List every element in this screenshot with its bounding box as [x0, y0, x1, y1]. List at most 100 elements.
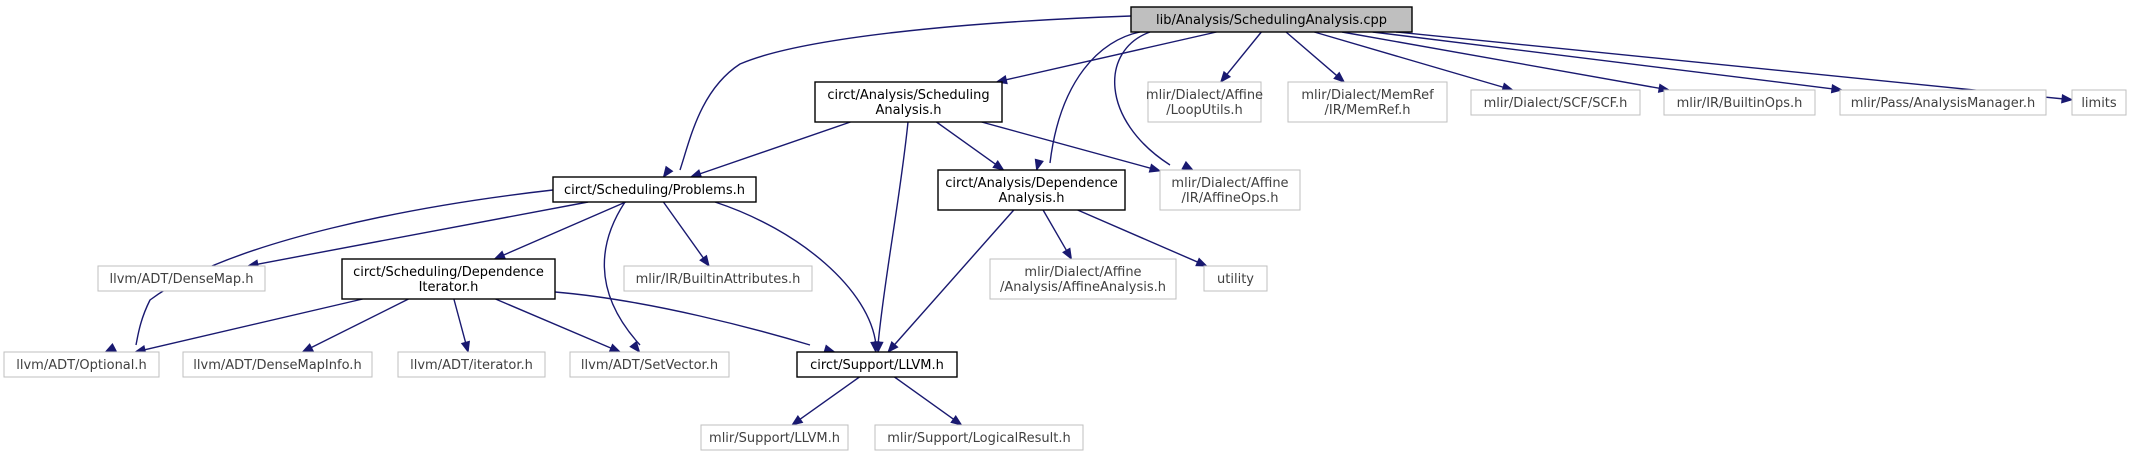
- edge-sched-analysis-h-to-support-llvm-h-line: [877, 121, 909, 346]
- edge-sched-analysis-h-to-affine-ops-arrowhead: [1148, 163, 1162, 173]
- edge-problems-h-to-support-llvm-h-arrowhead: [870, 341, 880, 354]
- edge-problems-h-to-support-llvm-h-line: [714, 201, 877, 346]
- node-scf-box: [1470, 89, 1641, 116]
- node-analysis-manager-box: [1839, 89, 2047, 116]
- edge-dep-iterator-h-to-dense-map-info-arrowhead: [301, 343, 315, 353]
- edge-problems-h-to-set-vector: [603, 201, 641, 354]
- node-optional-label-line-1: llvm/ADT/Optional.h: [16, 358, 147, 373]
- edge-problems-h-to-builtin-attrs-arrowhead: [699, 254, 710, 268]
- edge-dependence-analysis-h-to-affine-analysis: [1042, 209, 1073, 261]
- edge-problems-h-to-optional-line: [135, 189, 554, 346]
- node-dense-map-box: [97, 265, 266, 292]
- node-sched-analysis-h[interactable]: circt/Analysis/SchedulingAnalysis.h: [814, 81, 1003, 123]
- node-utility-label-line-1: utility: [1217, 272, 1254, 287]
- edge-dep-iterator-h-to-dense-map-info: [301, 298, 409, 353]
- node-dep-iterator-h-box: [341, 258, 556, 300]
- node-builtin-attrs-box: [623, 265, 813, 292]
- edge-problems-h-to-support-llvm-h: [714, 201, 880, 354]
- edge-root-to-loop-utils-line: [1225, 31, 1262, 77]
- edge-root-to-loop-utils: [1219, 31, 1262, 84]
- edge-dep-iterator-h-to-iterator-arrowhead: [460, 340, 470, 354]
- node-dependence-analysis-h-label-line-2: Analysis.h: [999, 191, 1065, 206]
- node-dep-iterator-h-label-line-1: circt/Scheduling/Dependence: [353, 265, 544, 280]
- node-root[interactable]: lib/Analysis/SchedulingAnalysis.cpp: [1130, 6, 1413, 33]
- node-support-llvm-h[interactable]: circt/Support/LLVM.h: [796, 351, 958, 378]
- node-dense-map: llvm/ADT/DenseMap.h: [97, 265, 266, 292]
- edge-dependence-analysis-h-to-affine-analysis-arrowhead: [1062, 247, 1073, 261]
- node-memref-label-line-2: /IR/MemRef.h: [1325, 103, 1411, 118]
- node-loop-utils-label-line-1: mlir/Dialect/Affine: [1146, 88, 1263, 103]
- edge-sched-analysis-h-to-affine-ops: [981, 121, 1162, 173]
- node-loop-utils-box: [1147, 81, 1262, 123]
- node-builtin-ops-box: [1663, 89, 1816, 116]
- edge-dep-iterator-h-to-iterator: [453, 298, 470, 354]
- node-set-vector-label-line-1: llvm/ADT/SetVector.h: [581, 358, 718, 373]
- edge-root-to-affine-ops-line: [1114, 31, 1171, 166]
- node-affine-analysis-label-line-2: /Analysis/AffineAnalysis.h: [1000, 280, 1166, 295]
- nodes-layer: lib/Analysis/SchedulingAnalysis.cpp circt…: [3, 6, 2127, 451]
- edge-root-to-dependence-analysis-h-line: [1049, 31, 1141, 164]
- edge-sched-analysis-h-to-problems-h-line: [698, 121, 851, 176]
- node-optional-box: [3, 351, 160, 378]
- node-builtin-attrs-label-line-1: mlir/IR/BuiltinAttributes.h: [636, 272, 801, 287]
- node-utility-box: [1203, 265, 1268, 292]
- edge-root-to-affine-ops-arrowhead: [1181, 160, 1195, 171]
- edge-root-to-dependence-analysis-h: [1034, 31, 1141, 172]
- edge-sched-analysis-h-to-problems-h: [689, 121, 851, 179]
- edge-root-to-limits-line: [1396, 31, 2065, 100]
- edge-dep-iterator-h-to-set-vector: [495, 298, 622, 353]
- node-memref: mlir/Dialect/MemRef/IR/MemRef.h: [1287, 81, 1448, 123]
- node-affine-analysis-box: [989, 258, 1177, 300]
- node-problems-h[interactable]: circt/Scheduling/Problems.h: [552, 176, 757, 203]
- node-mlir-support-llvm-label-line-1: mlir/Support/LLVM.h: [709, 431, 840, 446]
- edge-root-to-loop-utils-arrowhead: [1219, 70, 1232, 84]
- node-mlir-support-llvm-box: [700, 424, 849, 451]
- edge-sched-analysis-h-to-dependence-analysis-h-line: [936, 121, 998, 166]
- edge-support-llvm-h-to-mlir-support-llvm-arrowhead: [790, 415, 804, 426]
- node-scf-label-line-1: mlir/Dialect/SCF/SCF.h: [1484, 96, 1628, 111]
- node-support-llvm-h-box: [796, 351, 958, 378]
- edge-support-llvm-h-to-logical-result: [894, 376, 963, 426]
- edge-dependence-analysis-h-to-support-llvm-h-line: [892, 209, 1015, 347]
- edge-root-to-builtin-ops-line: [1341, 31, 1662, 90]
- node-sched-analysis-h-label-line-2: Analysis.h: [876, 103, 942, 118]
- edge-sched-analysis-h-to-dependence-analysis-h-arrowhead: [992, 160, 1005, 171]
- edge-root-to-analysis-manager-arrowhead: [1830, 84, 1844, 94]
- edge-dependence-analysis-h-to-support-llvm-h: [887, 209, 1015, 354]
- node-analysis-manager-label-line-1: mlir/Pass/AnalysisManager.h: [1851, 96, 2035, 111]
- edge-dep-iterator-h-to-iterator-line: [453, 298, 467, 345]
- edge-root-to-sched-analysis-h: [995, 31, 1217, 85]
- edge-support-llvm-h-to-mlir-support-llvm-line: [798, 376, 860, 421]
- edge-dep-iterator-h-to-set-vector-line: [495, 298, 614, 350]
- node-problems-h-box: [552, 176, 757, 203]
- edge-root-to-limits: [1396, 31, 2074, 104]
- edge-problems-h-to-dense-map: [246, 201, 589, 269]
- edges-layer: [104, 15, 2074, 426]
- node-memref-box: [1287, 81, 1448, 123]
- edge-problems-h-to-dep-iterator-h-arrowhead: [493, 250, 507, 260]
- edge-support-llvm-h-to-mlir-support-llvm: [790, 376, 860, 426]
- edge-support-llvm-h-to-logical-result-line: [894, 376, 956, 421]
- node-utility: utility: [1203, 265, 1268, 292]
- node-dense-map-label-line-1: llvm/ADT/DenseMap.h: [109, 272, 253, 287]
- node-iterator-box: [397, 351, 546, 378]
- edge-dep-iterator-h-to-support-llvm-h: [554, 291, 836, 354]
- edge-problems-h-to-optional-arrowhead: [104, 342, 117, 353]
- node-builtin-ops: mlir/IR/BuiltinOps.h: [1663, 89, 1816, 116]
- edge-root-to-memref-line: [1285, 31, 1339, 78]
- edge-dep-iterator-h-to-optional-line: [142, 298, 363, 351]
- edge-root-to-affine-ops: [1114, 31, 1195, 171]
- node-problems-h-label-line-1: circt/Scheduling/Problems.h: [564, 183, 745, 198]
- node-sched-analysis-h-label-line-1: circt/Analysis/Scheduling: [827, 88, 989, 103]
- node-builtin-ops-label-line-1: mlir/IR/BuiltinOps.h: [1677, 96, 1803, 111]
- edge-dep-iterator-h-to-dense-map-info-line: [309, 298, 409, 350]
- edge-root-to-analysis-manager: [1372, 31, 1844, 94]
- edge-dep-iterator-h-to-set-vector-arrowhead: [608, 343, 622, 353]
- edge-problems-h-to-dep-iterator-h: [493, 201, 627, 260]
- edge-dependence-analysis-h-to-affine-analysis-line: [1042, 209, 1069, 253]
- edge-dep-iterator-h-to-optional: [133, 298, 363, 355]
- edge-root-to-problems-h-arrowhead: [662, 165, 674, 179]
